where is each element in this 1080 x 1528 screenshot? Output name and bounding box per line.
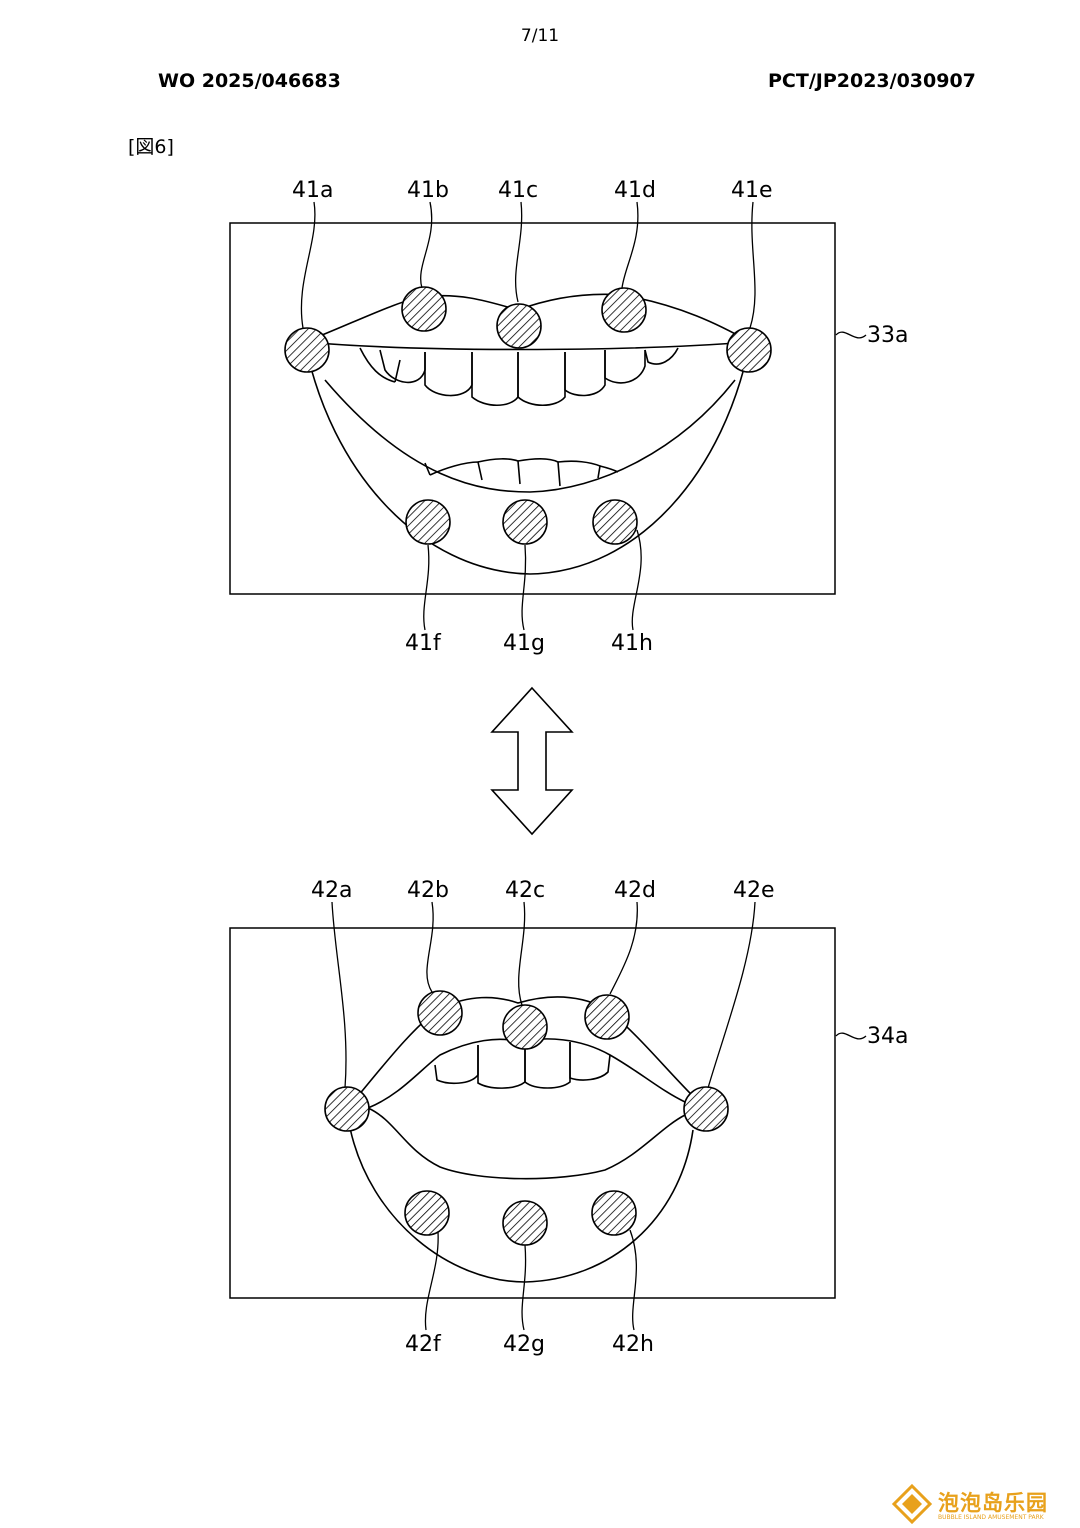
label-41d: 41d <box>614 178 656 203</box>
label-42a: 42a <box>311 878 352 903</box>
label-41g: 41g <box>503 631 545 656</box>
point-41e <box>726 327 772 373</box>
point-42h <box>591 1190 637 1236</box>
bottom-labels: 42a 42b 42c 42d 42e 42f 42g 42h 34a <box>311 878 908 1357</box>
point-42a <box>324 1086 370 1132</box>
label-42c: 42c <box>505 878 545 903</box>
top-points <box>284 286 772 545</box>
ref-34a: 34a <box>867 1024 908 1049</box>
label-42d: 42d <box>614 878 656 903</box>
diamond-logo-icon <box>891 1484 933 1524</box>
point-41a <box>284 327 330 373</box>
ref-33a: 33a <box>867 323 908 348</box>
point-42g <box>502 1200 548 1246</box>
point-42f <box>404 1190 450 1236</box>
watermark-text-cn: 泡泡岛乐园 <box>938 1491 1048 1515</box>
bottom-leader-lines <box>331 901 756 1331</box>
top-panel: 41a 41b 41c 41d 41e 41f 41g 41h 33a <box>229 178 908 656</box>
label-42h: 42h <box>612 1332 654 1357</box>
publication-number: WO 2025/046683 <box>158 70 341 92</box>
label-41c: 41c <box>498 178 538 203</box>
bottom-panel-frame <box>229 927 836 1299</box>
application-number: PCT/JP2023/030907 <box>768 70 976 92</box>
label-41b: 41b <box>407 178 449 203</box>
point-41d <box>601 287 647 333</box>
double-vertical-arrow-icon <box>490 686 574 836</box>
page-number: 7/11 <box>520 26 560 46</box>
label-42f: 42f <box>405 1332 442 1357</box>
point-41c <box>496 303 542 349</box>
point-41g <box>502 499 548 545</box>
bottom-points <box>324 990 729 1246</box>
label-42g: 42g <box>503 1332 545 1357</box>
top-labels: 41a 41b 41c 41d 41e 41f 41g 41h 33a <box>292 178 908 656</box>
point-41f <box>405 499 451 545</box>
label-41h: 41h <box>611 631 653 656</box>
label-42e: 42e <box>733 878 775 903</box>
point-42d <box>584 994 630 1040</box>
watermark-logo: 泡泡岛乐园 BUBBLE ISLAND AMUSEMENT PARK <box>890 1483 1070 1525</box>
figure-label: [図6] <box>128 136 174 158</box>
top-leader-lines <box>300 201 756 631</box>
point-42c <box>502 1004 548 1050</box>
point-41b <box>401 286 447 332</box>
point-42b <box>417 990 463 1036</box>
label-41e: 41e <box>731 178 773 203</box>
ref-34a-leader <box>835 1032 867 1040</box>
top-panel-frame <box>229 222 836 595</box>
label-41a: 41a <box>292 178 333 203</box>
ref-33a-leader <box>835 331 867 339</box>
point-42e <box>683 1086 729 1132</box>
point-41h <box>592 499 638 545</box>
label-42b: 42b <box>407 878 449 903</box>
bottom-panel: 42a 42b 42c 42d 42e 42f 42g 42h 34a <box>229 878 908 1357</box>
label-41f: 41f <box>405 631 442 656</box>
watermark-text-en: BUBBLE ISLAND AMUSEMENT PARK <box>938 1514 1044 1521</box>
